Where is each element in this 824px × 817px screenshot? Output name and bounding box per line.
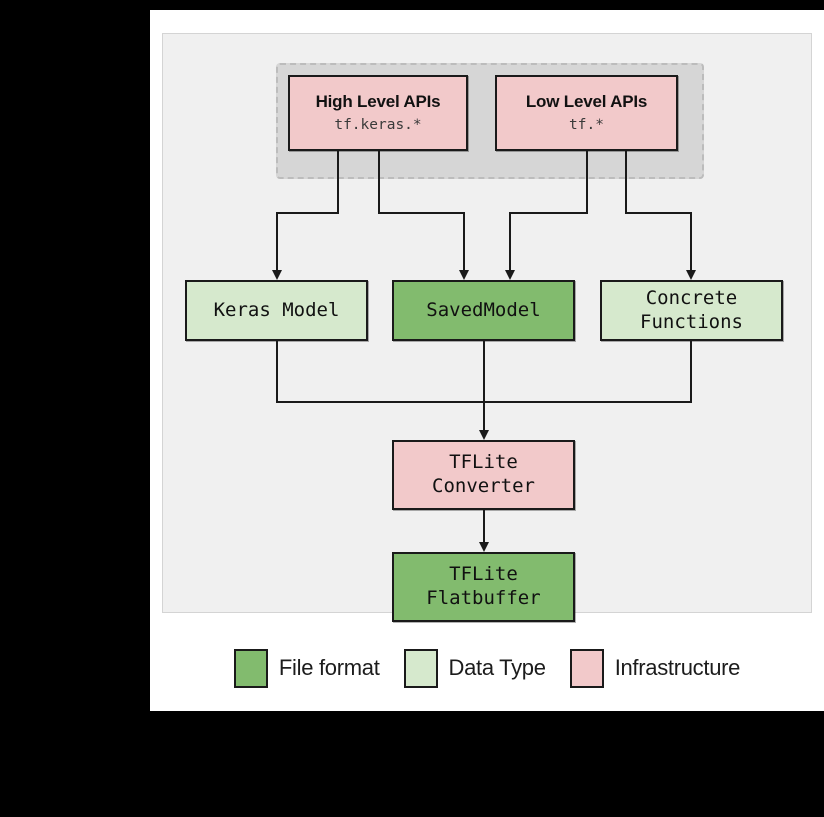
node-saved-model[interactable]: SavedModel (392, 280, 575, 341)
edge-hl-keras-seg1 (337, 151, 339, 214)
edge-converter-to-flatbuffer-arrow (479, 542, 489, 552)
edge-hl-keras-arrow (272, 270, 282, 280)
node-concrete-functions-subtitle: Functions (640, 310, 743, 333)
edge-ll-saved-seg3 (509, 212, 511, 272)
node-high-level-apis-title: High Level APIs (315, 91, 441, 111)
diagram-panel: High Level APIs tf.keras.* Low Level API… (162, 33, 812, 622)
diagram-card: High Level APIs tf.keras.* Low Level API… (150, 10, 824, 711)
node-low-level-apis-subtitle: tf.* (569, 117, 604, 134)
node-keras-model[interactable]: Keras Model (185, 280, 368, 341)
edge-ll-concrete-arrow (686, 270, 696, 280)
node-tflite-flatbuffer-title: TFLite (449, 563, 518, 586)
legend-item-infrastructure: Infrastructure (569, 648, 741, 688)
edge-keras-bus-drop (276, 340, 278, 403)
edge-ll-saved-seg2 (509, 212, 588, 214)
legend-swatch-data-type (403, 648, 438, 688)
node-concrete-functions-title: Concrete (645, 286, 738, 309)
legend-item-file-format: File format (233, 648, 380, 688)
legend: File format Data Type Infrastructure (162, 633, 812, 703)
edge-hl-keras-seg3 (276, 212, 278, 272)
edge-converter-to-flatbuffer (483, 509, 485, 546)
node-saved-model-title: SavedModel (426, 298, 541, 321)
edge-hl-keras-seg2 (276, 212, 339, 214)
legend-item-data-type: Data Type (403, 648, 546, 688)
edge-ll-saved-seg1 (586, 151, 588, 214)
legend-swatch-file-format (233, 648, 268, 688)
edge-hl-saved-arrow (459, 270, 469, 280)
node-tflite-converter-subtitle: Converter (432, 475, 535, 497)
edge-saved-to-converter-arrow (479, 430, 489, 440)
edge-ll-concrete-seg1 (625, 151, 627, 214)
edge-ll-saved-arrow (505, 270, 515, 280)
node-concrete-functions[interactable]: Concrete Functions (600, 280, 783, 341)
node-high-level-apis-subtitle: tf.keras.* (334, 117, 422, 134)
edge-hl-saved-seg2 (378, 212, 465, 214)
node-low-level-apis-title: Low Level APIs (525, 91, 648, 111)
legend-swatch-infrastructure (569, 648, 604, 688)
legend-label-file-format: File format (278, 655, 380, 680)
edge-ll-concrete-seg3 (690, 212, 692, 272)
node-high-level-apis[interactable]: High Level APIs tf.keras.* (288, 75, 468, 151)
edge-hl-saved-seg3 (463, 212, 465, 272)
edge-hl-saved-seg1 (378, 151, 380, 214)
edge-concrete-bus-drop (690, 340, 692, 403)
node-low-level-apis[interactable]: Low Level APIs tf.* (495, 75, 678, 151)
edge-saved-to-converter (483, 340, 485, 432)
legend-label-data-type: Data Type (448, 655, 546, 680)
edge-ll-concrete-seg2 (625, 212, 692, 214)
node-tflite-flatbuffer[interactable]: TFLite Flatbuffer (392, 552, 575, 622)
node-tflite-converter-title: TFLite (449, 451, 518, 474)
legend-label-infrastructure: Infrastructure (614, 655, 741, 680)
node-tflite-converter[interactable]: TFLite Converter (392, 440, 575, 510)
node-tflite-flatbuffer-subtitle: Flatbuffer (426, 587, 541, 609)
node-keras-model-title: Keras Model (213, 298, 340, 321)
